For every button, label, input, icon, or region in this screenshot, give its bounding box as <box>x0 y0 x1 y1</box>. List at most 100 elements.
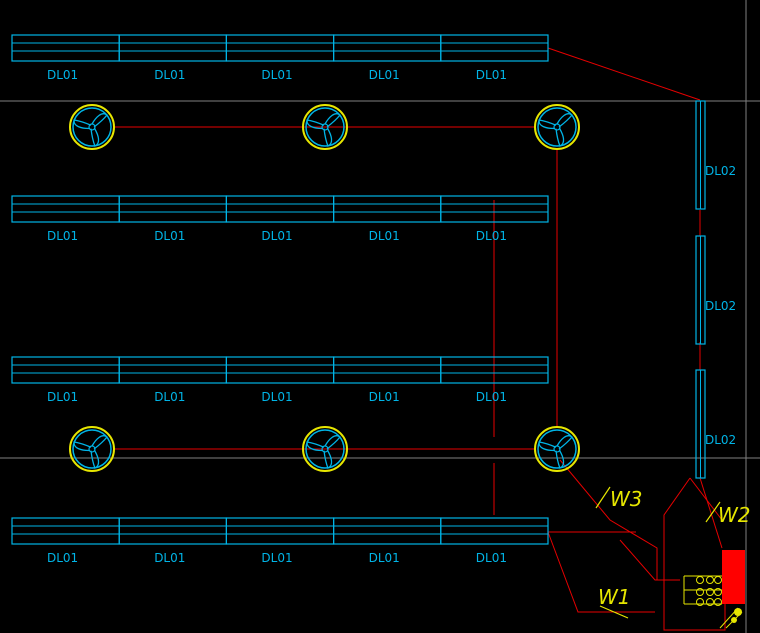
fan-blade <box>73 441 92 452</box>
fixture-outline <box>440 517 549 545</box>
light-fixture-dl01[interactable]: DL01 <box>440 517 549 565</box>
fixture-outline <box>225 195 335 223</box>
fan-ring-inner <box>537 429 577 469</box>
fixture-outline <box>225 356 335 384</box>
w2-leader <box>705 501 721 523</box>
fixture-outline <box>333 356 442 384</box>
fixture-label: DL01 <box>261 551 292 565</box>
fixture-outline <box>440 34 549 62</box>
light-fixture-dl01[interactable]: DL01 <box>333 517 442 565</box>
fixture-row: DL01 DL01 DL01 DL01 DL01 <box>11 34 549 82</box>
light-fixture-dl01[interactable]: DL01 <box>225 517 335 565</box>
fixture-label: DL01 <box>47 551 78 565</box>
fan-ring-outer <box>302 426 348 472</box>
w1-leader <box>599 605 629 619</box>
light-fixture-dl01[interactable]: DL01 <box>118 517 227 565</box>
fixture-outline <box>11 517 120 545</box>
panel-body <box>722 550 745 604</box>
wire-w2 <box>699 477 723 549</box>
ceiling-fan-icon[interactable] <box>302 104 348 150</box>
fixture-outline <box>333 195 442 223</box>
fan-blade <box>73 119 92 130</box>
fixture-outline <box>440 356 549 384</box>
fan-blade <box>323 450 333 469</box>
light-fixture-dl01[interactable]: DL01 <box>11 517 120 565</box>
fixture-label: DL01 <box>369 68 400 82</box>
fixture-label: DL01 <box>47 390 78 404</box>
wire-panel-feed-b <box>619 539 680 581</box>
fixture-outline <box>118 517 227 545</box>
fan-blade <box>538 441 557 452</box>
fixture-outline <box>118 356 227 384</box>
fan-blade <box>323 128 333 147</box>
fan-ring-inner <box>72 429 112 469</box>
light-fixture-dl02[interactable]: DL02 <box>695 369 736 479</box>
fan-blade <box>324 435 341 450</box>
light-fixture-dl01[interactable]: DL01 <box>333 34 442 82</box>
fan-ring-outer <box>302 104 348 150</box>
fixture-label: DL01 <box>154 390 185 404</box>
fixture-outline <box>225 517 335 545</box>
fixture-label: DL01 <box>476 551 507 565</box>
fixture-label: DL01 <box>47 68 78 82</box>
fan-blade <box>91 435 108 450</box>
fixture-outline <box>118 195 227 223</box>
fan-blade <box>306 441 325 452</box>
light-fixture-dl01[interactable]: DL01 <box>440 356 549 404</box>
light-fixture-dl01[interactable]: DL01 <box>225 195 335 243</box>
circuit-label-w3: W3 <box>610 487 643 511</box>
fixture-label: DL01 <box>476 68 507 82</box>
light-fixture-dl01[interactable]: DL01 <box>11 34 120 82</box>
fixture-label: DL01 <box>261 68 292 82</box>
panel-terminal <box>734 608 742 616</box>
fan-blade <box>91 113 108 128</box>
light-fixture-dl02[interactable]: DL02 <box>695 235 736 345</box>
light-fixture-dl01[interactable]: DL01 <box>118 34 227 82</box>
wire-w1 <box>547 531 655 613</box>
fixture-label: DL01 <box>154 68 185 82</box>
wire-w3 <box>559 459 658 580</box>
ceiling-fan-icon[interactable] <box>302 426 348 472</box>
fixture-label: DL02 <box>705 299 736 313</box>
fan-ring-outer <box>69 104 115 150</box>
light-fixture-dl01[interactable]: DL01 <box>225 356 335 404</box>
light-fixture-dl01[interactable]: DL01 <box>118 195 227 243</box>
fixture-outline <box>11 34 120 62</box>
fan-blade <box>90 128 100 147</box>
light-fixture-dl01[interactable]: DL01 <box>440 34 549 82</box>
fixture-outline <box>225 34 335 62</box>
wiring <box>114 47 726 631</box>
fan-blade <box>555 450 565 469</box>
w3-leader <box>595 486 611 509</box>
fixture-label: DL01 <box>47 229 78 243</box>
light-fixture-dl01[interactable]: DL01 <box>11 356 120 404</box>
fan-ring-inner <box>537 107 577 147</box>
ceiling-fan-icon[interactable] <box>534 104 580 150</box>
fixture-outline <box>11 356 120 384</box>
ceiling-fan-icon[interactable] <box>534 426 580 472</box>
fixture-label: DL01 <box>154 551 185 565</box>
light-fixture-dl01[interactable]: DL01 <box>225 34 335 82</box>
light-fixture-dl01[interactable]: DL01 <box>11 195 120 243</box>
panel-enclosure <box>663 477 726 631</box>
panel-terminal <box>731 617 737 623</box>
ceiling-fan-icon[interactable] <box>69 104 115 150</box>
fan-blade <box>556 435 573 450</box>
circuit-label-w1: W1 <box>598 585 631 609</box>
fan-ring-inner <box>305 107 345 147</box>
fan-blade <box>306 119 325 130</box>
light-fixture-dl01[interactable]: DL01 <box>333 195 442 243</box>
ceiling-fan-icon[interactable] <box>69 426 115 472</box>
light-fixture-dl02[interactable]: DL02 <box>695 100 736 210</box>
light-fixture-dl01[interactable]: DL01 <box>440 195 549 243</box>
fixture-label: DL01 <box>154 229 185 243</box>
fixture-label: DL01 <box>369 390 400 404</box>
distribution-panel-icon[interactable] <box>683 550 745 629</box>
light-fixture-dl01[interactable]: DL01 <box>333 356 442 404</box>
fixture-label: DL01 <box>369 229 400 243</box>
light-fixture-dl01[interactable]: DL01 <box>118 356 227 404</box>
